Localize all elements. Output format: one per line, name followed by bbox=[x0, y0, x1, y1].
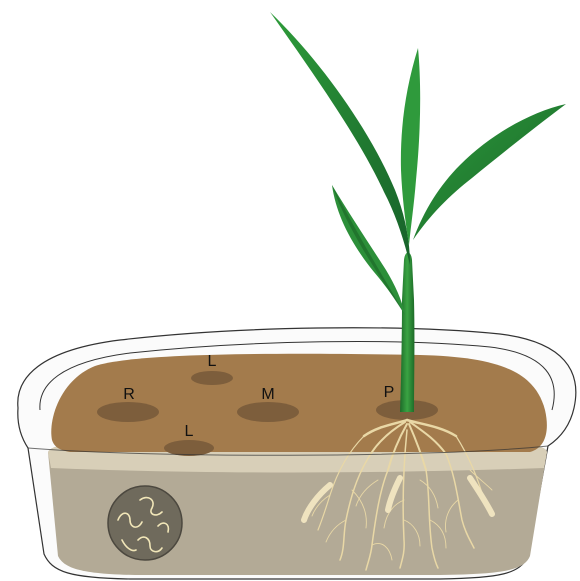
spot-m bbox=[237, 402, 299, 422]
magnified-soil-nematodes-icon bbox=[108, 486, 182, 560]
label-r: R bbox=[123, 386, 135, 403]
spot-l-top bbox=[191, 371, 233, 385]
leaf-right bbox=[413, 104, 566, 240]
label-l-bottom: L bbox=[185, 423, 194, 440]
leaf-tall bbox=[270, 12, 410, 265]
label-l-top: L bbox=[208, 353, 217, 370]
plant-stem bbox=[400, 253, 414, 413]
label-m: M bbox=[261, 386, 274, 403]
spot-r bbox=[97, 402, 159, 422]
label-p: P bbox=[384, 384, 395, 401]
spot-l-bottom bbox=[164, 440, 214, 456]
leaf-center bbox=[401, 48, 420, 245]
